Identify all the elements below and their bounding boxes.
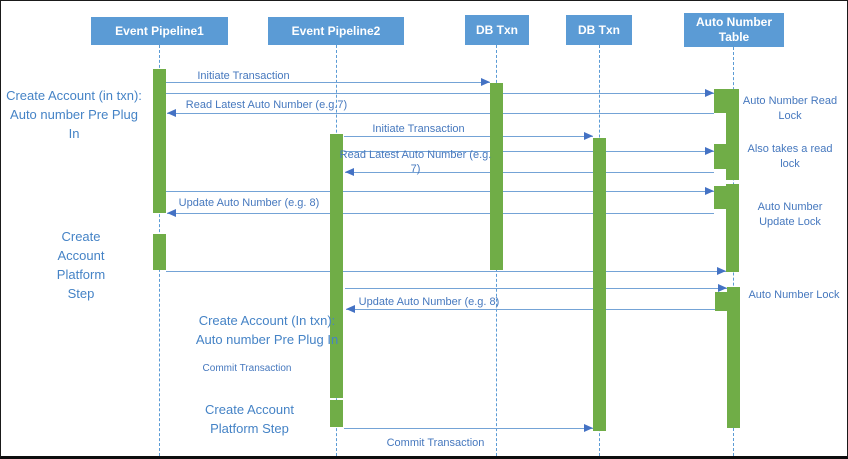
activation-ep2-platform-step <box>330 400 343 427</box>
activation-autonum-lock-2 <box>727 287 740 428</box>
actor-auto-number-table: Auto Number Table <box>684 13 784 47</box>
msg-label-update-auto-1: Update Auto Number (e.g. 8) <box>178 197 320 209</box>
note-mid-platform-step: Create Account Platform Step <box>205 402 294 436</box>
activation-db-txn-1 <box>490 83 503 270</box>
actor-label: Auto Number Table <box>696 15 772 44</box>
msg-line-read-request-1 <box>166 93 714 94</box>
arrowhead-read-request-1 <box>705 89 714 97</box>
actor-label: DB Txn <box>578 22 620 37</box>
msg-line-update-request-1 <box>166 191 714 192</box>
arrowhead-initiate-txn-2 <box>584 132 593 140</box>
arrowhead-read-reply-1 <box>167 109 176 117</box>
arrowhead-commit-txn-2 <box>584 424 593 432</box>
msg-line-commit-txn-1 <box>166 271 726 272</box>
msg-line-read-request-2 <box>344 151 714 152</box>
actor-label: Event Pipeline2 <box>291 23 381 38</box>
arrowhead-update-reply-2 <box>346 305 355 313</box>
note-left-platform-step: Create Account Platform Step <box>56 229 106 301</box>
msg-label-initiate-txn-1: Initiate Transaction <box>197 70 290 82</box>
actor-event-pipeline-1: Event Pipeline1 <box>91 17 228 45</box>
msg-line-read-reply-1 <box>167 113 714 114</box>
arrowhead-commit-txn-1 <box>717 267 726 275</box>
msg-label-initiate-txn-2: Initiate Transaction <box>372 123 465 135</box>
activation-db-txn-2 <box>593 138 606 431</box>
actor-event-pipeline-2: Event Pipeline2 <box>268 17 404 45</box>
msg-line-initiate-txn-2 <box>344 136 593 137</box>
msg-label-update-auto-2: Update Auto Number (e.g. 8) <box>358 296 500 308</box>
note-mid-pre-plugin: Create Account (In txn): Auto number Pre… <box>195 313 339 347</box>
actor-label: DB Txn <box>476 22 518 37</box>
activation-ep2-pre-plugin <box>330 134 343 398</box>
arrowhead-update-request-2 <box>718 284 727 292</box>
msg-line-read-reply-2 <box>345 172 714 173</box>
msg-label-commit-txn-2: Commit Transaction <box>386 437 485 449</box>
msg-line-update-request-2 <box>345 288 727 289</box>
notch-auto-number-lock <box>715 292 728 311</box>
activation-ep1-pre-plugin <box>153 69 166 213</box>
note-left-pre-plugin: Create Account (in txn): Auto number Pre… <box>6 88 142 141</box>
arrowhead-read-request-2 <box>705 147 714 155</box>
msg-label-read-latest-2: Read Latest Auto Number (e.g. 7) <box>339 149 492 175</box>
arrowhead-update-request-1 <box>705 187 714 195</box>
actor-label: Event Pipeline1 <box>115 23 204 38</box>
msg-label-read-latest-1: Read Latest Auto Number (e.g.7) <box>185 99 348 111</box>
msg-line-initiate-txn-1 <box>166 82 490 83</box>
notch-update-lock <box>714 186 727 209</box>
arrowhead-initiate-txn-1 <box>481 78 490 86</box>
notch-read-lock-1 <box>714 89 727 113</box>
arrowhead-update-reply-1 <box>167 209 176 217</box>
actor-db-txn-1: DB Txn <box>465 15 529 45</box>
msg-line-update-reply-2 <box>346 309 715 310</box>
note-right-also-read-lock: Also takes a read lock <box>747 143 833 170</box>
msg-line-commit-txn-2 <box>344 428 593 429</box>
activation-autonum-update-lock <box>726 184 739 272</box>
actor-db-txn-2: DB Txn <box>566 15 632 45</box>
msg-label-commit-txn-1: Commit Transaction <box>202 363 292 374</box>
arrowhead-read-reply-2 <box>345 168 354 176</box>
note-right-update-lock: Auto Number Update Lock <box>757 201 823 228</box>
msg-line-update-reply-1 <box>167 213 714 214</box>
activation-autonum-read-lock <box>726 89 739 180</box>
activation-ep1-platform-step <box>153 234 166 270</box>
notch-read-lock-2 <box>714 144 727 169</box>
note-right-read-lock: Auto Number Read Lock <box>742 95 838 122</box>
note-right-auto-number-lock: Auto Number Lock <box>748 289 840 301</box>
